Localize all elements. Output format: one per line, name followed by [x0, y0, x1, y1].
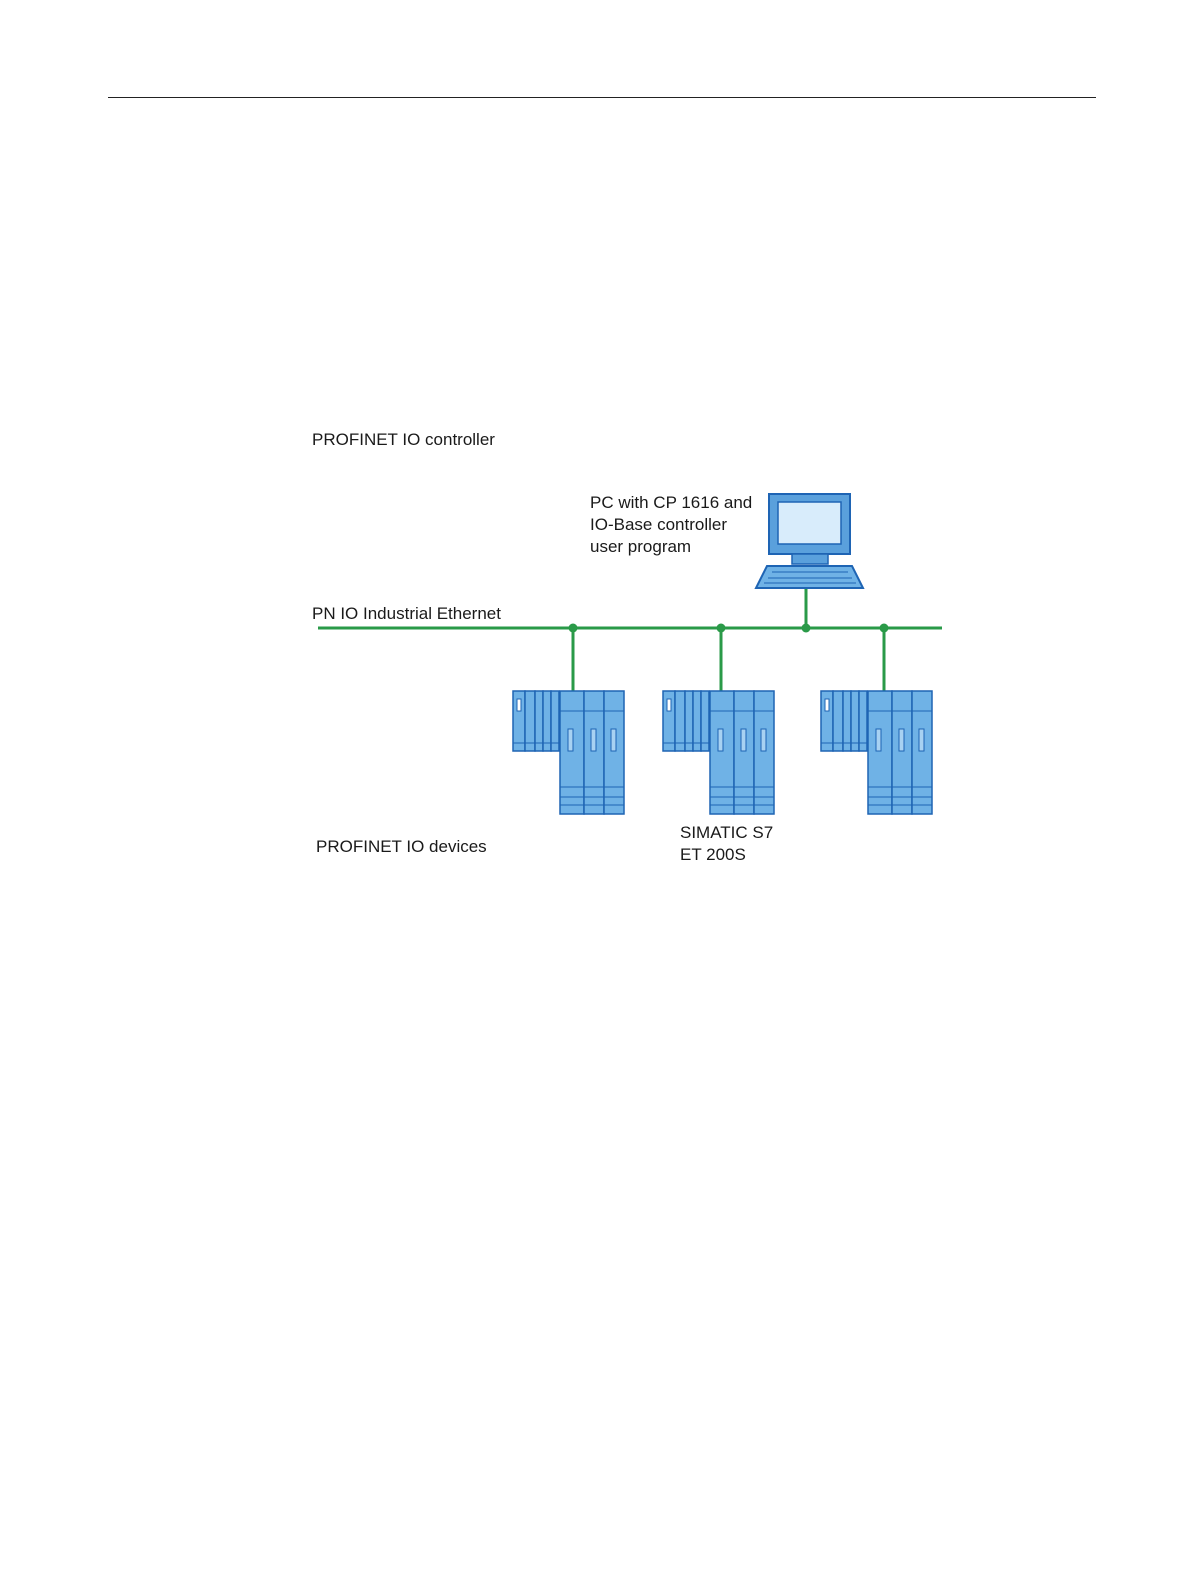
- bus-junction: [717, 624, 726, 633]
- bus-junction: [569, 624, 578, 633]
- pc-label-line3: user program: [590, 536, 691, 558]
- devices-label: PROFINET IO devices: [316, 836, 487, 858]
- io-device-icon: [663, 691, 774, 814]
- pc-label-line2: IO-Base controller: [590, 514, 727, 536]
- bus-junction: [880, 624, 889, 633]
- pc-workstation-icon: [756, 494, 863, 588]
- controller-label: PROFINET IO controller: [312, 429, 495, 451]
- bus-junction: [802, 624, 811, 633]
- device-type-line2: ET 200S: [680, 844, 746, 866]
- io-device-icon: [513, 691, 624, 814]
- bus-label: PN IO Industrial Ethernet: [312, 603, 501, 625]
- io-device-icon: [821, 691, 932, 814]
- device-type-line1: SIMATIC S7: [680, 822, 773, 844]
- pc-label-line1: PC with CP 1616 and: [590, 492, 752, 514]
